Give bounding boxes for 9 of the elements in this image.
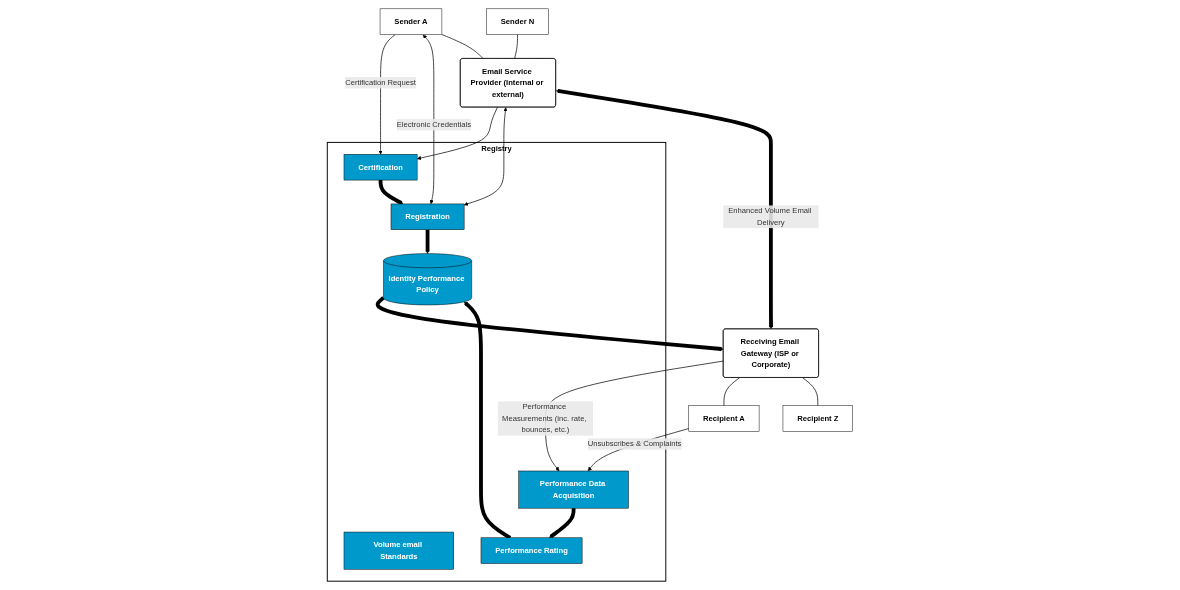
connector [802, 377, 819, 406]
arrow [549, 508, 576, 539]
connector [723, 377, 740, 406]
arrow [378, 180, 404, 205]
arrow [425, 229, 430, 254]
connector [514, 34, 518, 60]
connector [441, 34, 484, 60]
arrow [376, 296, 724, 351]
arrow [555, 89, 774, 330]
